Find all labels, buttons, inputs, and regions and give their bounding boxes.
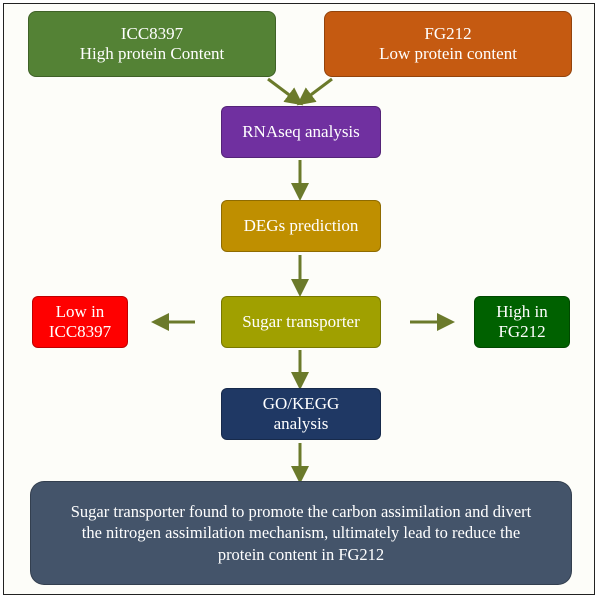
sugar-transporter-box: Sugar transporter [221,296,381,348]
gokegg-line2: analysis [273,414,329,433]
icc8397-title: ICC8397 [120,23,184,43]
high-in-fg212-box: High in FG212 [474,296,570,348]
high-in-line1: High in [496,301,548,321]
conclusion-line3: protein content in FG212 [217,544,385,564]
icc8397-box: ICC8397 High protein Content [28,11,276,77]
rnaseq-box: RNAseq analysis [221,106,381,158]
low-in-icc8397-box: Low in ICC8397 [32,296,128,348]
rnaseq-label: RNAseq analysis [242,121,360,141]
fg212-title: FG212 [424,23,472,43]
gokegg-line1: GO/KEGG [262,393,340,413]
icc8397-subtitle: High protein Content [79,44,225,63]
sugar-transporter-label: Sugar transporter [242,311,360,331]
conclusion-box: Sugar transporter found to promote the c… [30,481,572,585]
fg212-box: FG212 Low protein content [324,11,572,77]
high-in-line2: FG212 [498,322,546,341]
conclusion-line1: Sugar transporter found to promote the c… [70,501,532,521]
low-in-line1: Low in [55,301,105,321]
degs-box: DEGs prediction [221,200,381,252]
degs-label: DEGs prediction [243,215,359,235]
arrow-icc-to-rnaseq [267,77,304,106]
conclusion-line2: the nitrogen assimilation mechanism, ult… [81,523,521,543]
arrow-fg-to-rnaseq [296,77,333,106]
low-in-line2: ICC8397 [48,322,112,341]
gokegg-box: GO/KEGG analysis [221,388,381,440]
fg212-subtitle: Low protein content [379,44,517,63]
